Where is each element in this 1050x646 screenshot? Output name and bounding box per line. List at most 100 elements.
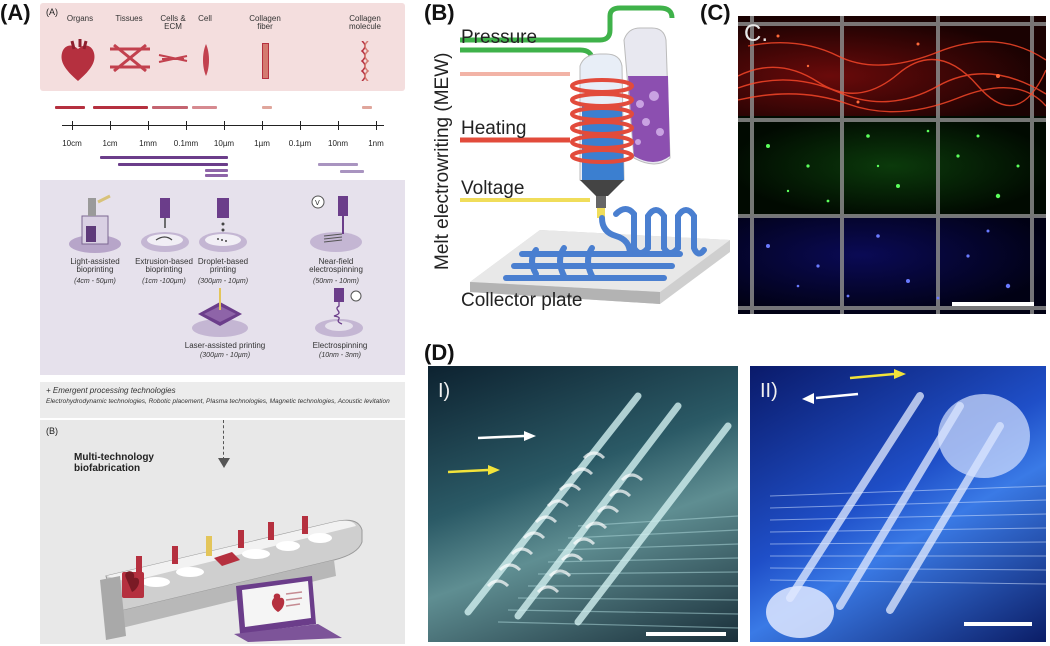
collagen-molecule-icon [360,41,370,81]
scale-tick [376,121,377,130]
range-bar-organs [55,106,85,109]
range-bar-collagen-molecule [362,106,372,109]
scale-tick-label: 1cm [102,139,118,148]
scale-tick-label: 1nm [368,139,384,148]
sub-label-b: (B) [46,426,58,436]
cell-speckles [766,34,1020,300]
method-bar-5 [318,163,358,166]
method-bar-3 [205,169,228,172]
electrospinning-device-icon [315,288,363,337]
near-field-device-icon: V [310,195,362,252]
laser-assisted-device-icon [192,288,248,337]
method-range-near-field: (50nm - 10nm) [313,278,359,285]
scale-axis-line [62,125,384,126]
multi-tech-box: (B) Multi-technology biofabrication [40,420,405,644]
multi-tech-title: Multi-technology biofabrication [74,452,154,474]
label-collector-plate: Collector plate [461,290,583,311]
method-name-droplet: Droplet-based printing [197,257,249,275]
scaffold-photo-2: II) [750,366,1046,642]
scale-bar-d2 [964,622,1032,626]
extrusion-device-icon [141,198,189,252]
svg-text:V: V [315,199,320,207]
arrow-down-icon [218,458,230,468]
emergent-list: Electrohydrodynamic technologies, Roboti… [46,398,390,405]
scale-tick [262,121,263,130]
red-channel-band [738,16,1046,116]
cell-icon [203,44,209,76]
panel-a-letter: (A) [0,0,31,25]
scale-tick [72,121,73,130]
scale-tick-label: 0.1µm [288,139,312,148]
droplet-device-icon [199,198,247,252]
methods-box: Light-assisted bioprinting (4cm - 50µm) … [40,180,405,375]
fiber-grid [738,16,1046,314]
scale-tick [300,121,301,130]
hierarchy-label-cell: Cell [198,14,212,23]
green-channel-band [738,116,1046,216]
label-pressure: Pressure [461,27,538,48]
scale-bar-c [952,302,1034,306]
scale-tick [110,121,111,130]
method-range-droplet: (300µm - 10µm) [197,278,249,285]
scale-tick-label: 10µm [213,139,235,148]
scale-tick-label: 1µm [254,139,270,148]
range-bar-collagen-fiber [262,106,272,109]
method-name-electrospinning: Electrospinning [312,341,368,350]
hierarchy-box: (A) Organs Tissues Cells & ECM Cell Coll… [40,3,405,91]
scaffold-1-structure [447,392,738,629]
method-name-near-field: Near-field electrospinning [309,257,363,275]
panel-d-sub2: II) [760,380,778,402]
method-bar-6 [340,170,364,173]
blue-channel-band [738,216,1046,314]
scale-tick [186,121,187,130]
biofabrication-line-illustration [100,516,363,642]
sub-label-a: (A) [46,7,58,17]
scale-tick [224,121,225,130]
mew-vertical-label: Melt electrowriting (MEW) [432,52,453,270]
scale-tick-label: 0.1mm [173,139,199,148]
hierarchy-label-cells-ecm: Cells & ECM [160,14,186,32]
scale-bar-d1 [646,632,726,636]
dashed-arrow-line [223,420,224,460]
panel-c-letter: (C) [700,0,731,25]
method-range-extrusion: (1cm -100µm) [142,278,186,285]
heart-icon [61,39,95,81]
range-bar-tissues [93,106,148,109]
emergent-strip: + Emergent processing technologies Elect… [40,382,405,418]
scale-tick-label: 10cm [62,139,82,148]
scale-tick [148,121,149,130]
scale-tick-label: 10nm [327,139,349,148]
scale-tick-label: 1mm [139,139,157,148]
hierarchy-label-collagen-fiber: Collagen fiber [249,14,281,32]
panel-b-letter: (B) [424,0,455,25]
cells-ecm-icon [158,54,188,63]
hierarchy-label-tissues: Tissues [115,14,143,23]
method-range-electrospinning: (10nm - 3nm) [318,352,361,359]
scaffold-photo-1: I) [428,366,738,642]
range-bar-cell [192,106,217,109]
method-bar-1 [100,156,228,159]
method-range-laser: (300µm - 10µm) [199,352,251,359]
hierarchy-label-collagen-molecule: Collagen molecule [348,14,381,32]
label-voltage: Voltage [461,178,525,199]
emergent-title: + Emergent processing technologies [46,386,176,395]
method-range-light: (4cm - 50µm) [74,278,116,285]
tissue-icon [110,43,150,73]
hierarchy-label-organs: Organs [66,14,94,23]
mew-apparatus-illustration [460,5,730,304]
method-name-extrusion: Extrusion-based bioprinting [135,257,193,275]
panel-d-letter: (D) [424,340,455,365]
method-name-laser: Laser-assisted printing [184,341,266,350]
panel-c-inner-letter: C. [744,20,768,47]
method-bar-4 [205,174,228,177]
method-name-light: Light-assisted bioprinting [70,257,120,275]
label-heating: Heating [461,118,527,139]
method-bar-2 [118,163,228,166]
light-assisted-device-icon [69,194,121,253]
fluorescence-image: C. [738,16,1046,314]
range-bar-cells-ecm [152,106,188,109]
panel-d-sub1: I) [438,380,451,402]
scale-tick [338,121,339,130]
collagen-fiber-icon [262,43,269,79]
scaffold-2-structure [766,369,1046,638]
